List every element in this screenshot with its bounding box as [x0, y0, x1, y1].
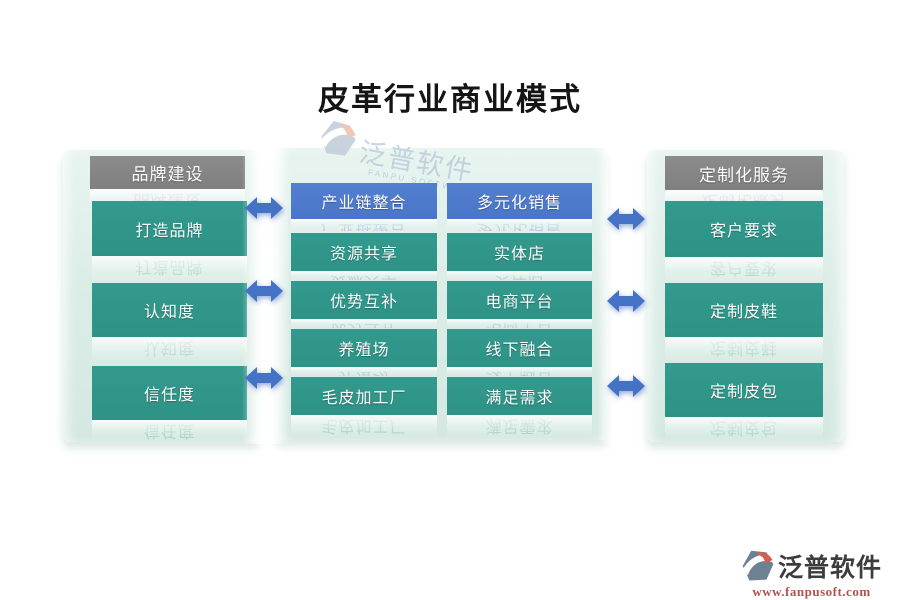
reflection: 实体店 [447, 271, 592, 280]
reflection: 产业链整合 [291, 219, 437, 231]
brand-item-box: 信任度 [92, 366, 247, 420]
reflection: 信任度 [92, 420, 247, 440]
reflection: 优势互补 [291, 319, 437, 328]
brand-item-box: 打造品牌 [92, 201, 247, 256]
reflection: 毛皮加工厂 [291, 415, 437, 438]
page-title: 皮革行业商业模式 [318, 82, 582, 117]
fanpu-logo-icon [320, 120, 358, 156]
footer-logo: 泛普软件 www.fanpusoft.com [741, 548, 882, 600]
panel-header: 品牌建设 [90, 156, 245, 189]
service-item-box: 定制皮鞋 [665, 283, 823, 337]
core-box: 电商平台 [447, 281, 592, 319]
panel-header: 定制化服务 [665, 156, 823, 190]
reflection: 线下融合 [447, 367, 592, 376]
reflection: 养殖场 [291, 367, 437, 376]
reflection: 客户要求 [665, 257, 823, 282]
service-item-box: 客户要求 [665, 201, 823, 257]
core-box: 资源共享 [291, 233, 437, 271]
core-box: 毛皮加工厂 [291, 377, 437, 415]
panel-custom-service: 定制化服务 定制化服务 客户要求 客户要求 定制皮鞋 定制皮鞋 定制皮包 定制皮… [647, 150, 844, 442]
fanpu-logo-icon [742, 550, 774, 581]
reflection: 多元化销售 [447, 219, 592, 231]
reflection: 认知度 [92, 337, 247, 363]
reflection: 满足需求 [447, 415, 592, 438]
core-box: 实体店 [447, 233, 592, 271]
double-arrow-icon [245, 367, 283, 389]
double-arrow-icon [607, 208, 645, 230]
panel-brand-building: 品牌建设 品牌建设 打造品牌 打造品牌 认知度 认知度 信任度 信任度 [63, 150, 260, 442]
core-box: 产业链整合 [291, 183, 437, 219]
double-arrow-icon [607, 375, 645, 397]
double-arrow-icon [245, 197, 283, 219]
core-box: 线下融合 [447, 329, 592, 367]
reflection: 电商平台 [447, 319, 592, 328]
watermark-brand: 泛普软件 [356, 137, 477, 187]
reflection: 定制皮鞋 [665, 337, 823, 362]
footer-brand: 泛普软件 [778, 554, 883, 582]
core-box: 多元化销售 [447, 183, 592, 219]
core-box: 养殖场 [291, 329, 437, 367]
reflection: 定制皮包 [665, 417, 823, 440]
reflection: 资源共享 [291, 271, 437, 280]
core-box: 优势互补 [291, 281, 437, 319]
service-item-box: 定制皮包 [665, 363, 823, 417]
double-arrow-icon [607, 290, 645, 312]
brand-item-box: 认知度 [92, 283, 247, 337]
core-box: 满足需求 [447, 377, 592, 415]
footer-url: www.fanpusoft.com [752, 584, 871, 599]
double-arrow-icon [245, 280, 283, 302]
panel-business-core: 泛普软件 FANPU SOFTWARE 产业链整合 多元化销售 产业链整合 多元… [275, 120, 608, 440]
reflection: 打造品牌 [92, 256, 247, 282]
